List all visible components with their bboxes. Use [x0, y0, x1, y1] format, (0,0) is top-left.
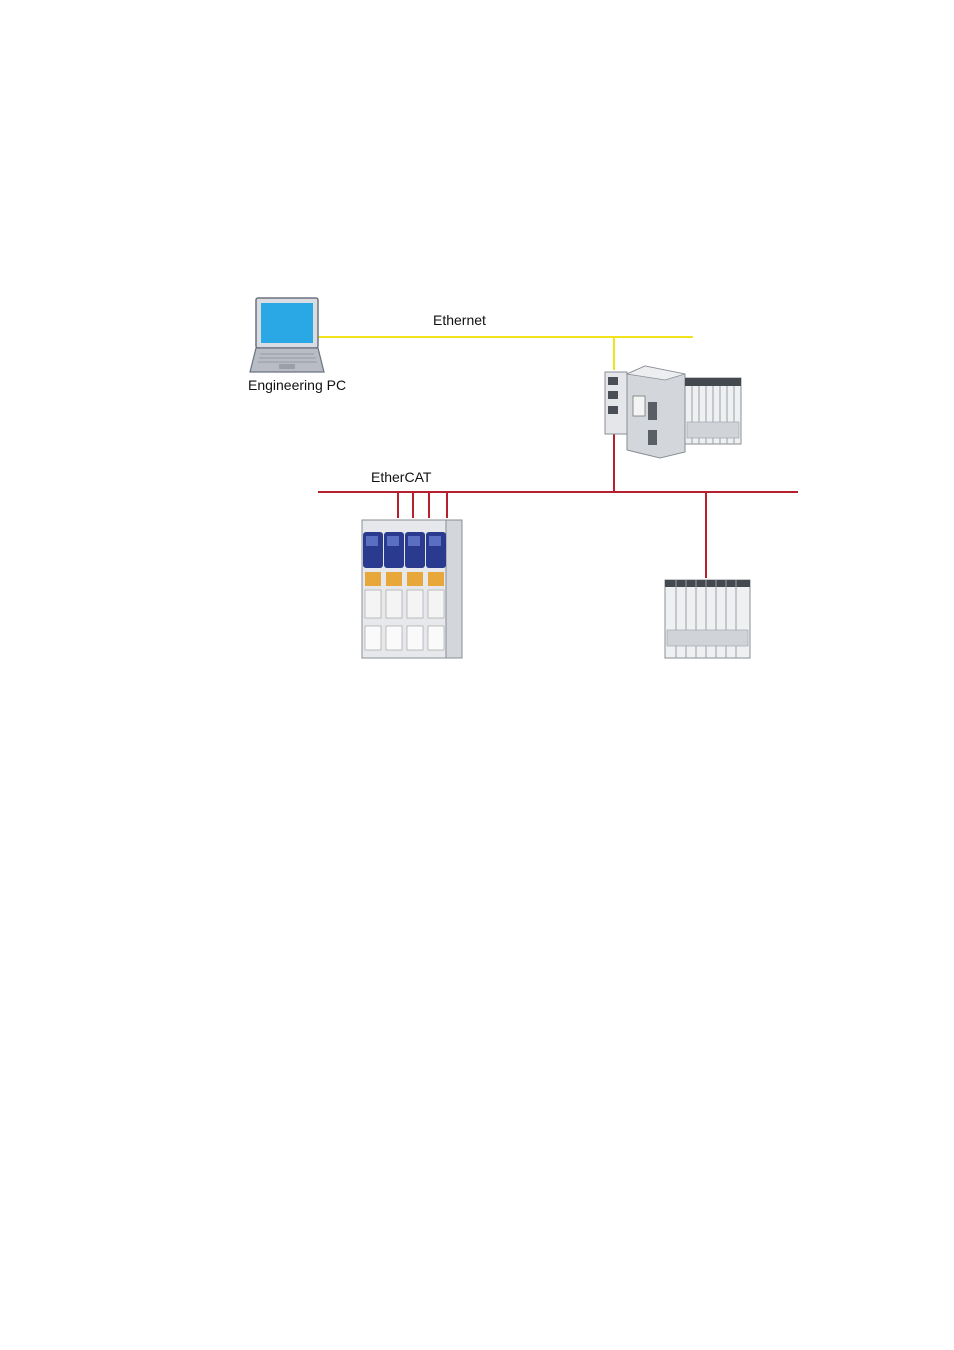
drive-axis-3	[405, 532, 425, 650]
ethercat-label: EtherCAT	[371, 469, 432, 485]
laptop-icon: Engineering PC	[248, 298, 346, 393]
drive-axis-1	[363, 532, 383, 650]
engineering-pc-label: Engineering PC	[248, 377, 346, 393]
drive-axis-2	[384, 532, 404, 650]
ethernet-network: Ethernet	[318, 312, 693, 370]
io-module-device	[665, 580, 750, 658]
controller-device	[605, 366, 741, 458]
servo-drive-device	[362, 520, 462, 658]
ethernet-label: Ethernet	[433, 312, 486, 328]
drive-axis-4	[426, 532, 446, 650]
